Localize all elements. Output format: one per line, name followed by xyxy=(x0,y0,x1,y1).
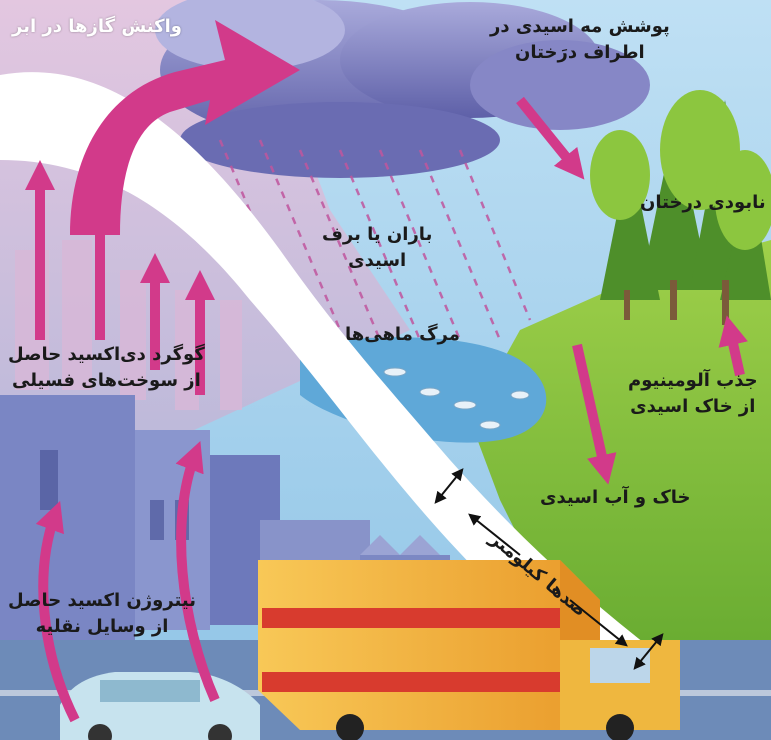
band-width-marker-bottom xyxy=(633,633,664,670)
label-nitrogen-oxide-line1: نیتروژن اکسید حاصل xyxy=(8,590,196,611)
distant-chimneys xyxy=(15,240,242,410)
label-sulfur-dioxide: گوگرد دی‌اکسید حاصل از سوخت‌های فسیلی xyxy=(8,342,205,394)
green-hill xyxy=(470,240,771,740)
label-fish-death: مرگ ماهی‌ها xyxy=(345,324,460,345)
label-acid-rain-line2: اسیدی xyxy=(348,250,407,272)
forest xyxy=(590,90,771,325)
label-sulfur-dioxide-line2: از سوخت‌های فسیلی xyxy=(12,370,201,392)
label-acid-rain-line1: باران یا برف xyxy=(322,224,433,245)
label-nitrogen-oxide-line2: از وسایل نقلیه xyxy=(35,616,169,638)
label-acid-rain: باران یا برف اسیدی xyxy=(322,222,432,274)
acid-soil-arrow xyxy=(572,343,617,485)
label-tree-destruction: نابودی درختان xyxy=(640,192,766,213)
cloud-reaction-arrow xyxy=(70,20,300,235)
label-aluminium-line1: جذب آلومینیوم xyxy=(628,370,758,391)
label-aluminium: جذب آلومینیوم از خاک اسیدی xyxy=(628,368,758,420)
label-aluminium-line2: از خاک اسیدی xyxy=(630,396,756,418)
aluminium-uptake-arrow xyxy=(718,315,748,377)
band-width-marker-top xyxy=(434,468,464,504)
label-fog-cover-line1: پوشش مه اسیدی در xyxy=(490,16,670,37)
distance-band xyxy=(0,72,771,740)
fog-cover-arrow xyxy=(516,96,585,180)
truck xyxy=(258,560,680,740)
distance-arrow-bottom xyxy=(569,599,628,647)
label-acid-soil-water: خاک و آب اسیدی xyxy=(540,487,691,508)
acid-rain-streaks xyxy=(218,139,532,341)
dead-fish xyxy=(383,367,530,430)
label-fog-cover: پوشش مه اسیدی در اطراف درَختان xyxy=(490,14,670,66)
label-nitrogen-oxide: نیتروژن اکسید حاصل از وسایل نقلیه xyxy=(8,588,196,640)
label-cloud-reaction: واکنش گازها در ابر xyxy=(12,16,182,37)
sulfur-dioxide-arrows xyxy=(25,160,215,395)
nitrogen-oxide-arrows xyxy=(35,440,220,723)
label-sulfur-dioxide-line1: گوگرد دی‌اکسید حاصل xyxy=(8,344,205,365)
distance-arrow-top xyxy=(468,513,521,556)
label-fog-cover-line2: اطراف درَختان xyxy=(515,42,645,64)
